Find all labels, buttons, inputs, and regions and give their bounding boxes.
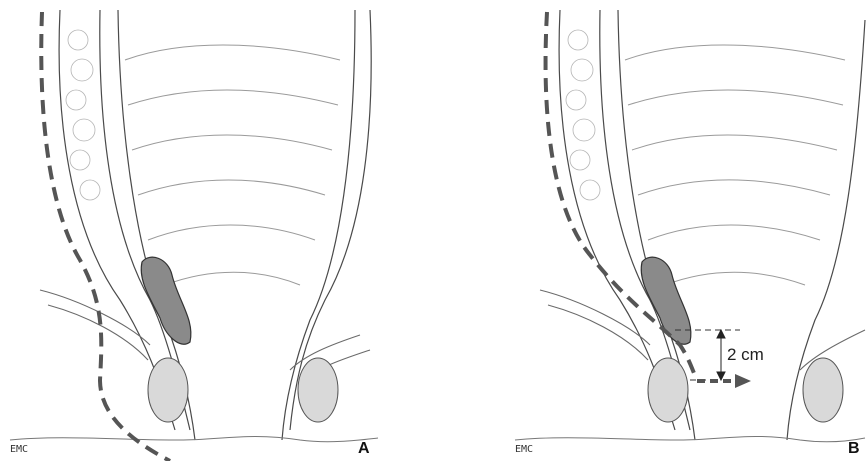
illustration-panel-a: EMC A xyxy=(0,0,380,461)
distal-margin-arrow xyxy=(697,374,751,388)
mucosal-folds-a xyxy=(125,45,340,285)
anatomy-drawing-b xyxy=(505,0,867,461)
mucosal-folds-b xyxy=(625,45,845,285)
publisher-mark-b: EMC xyxy=(515,444,533,455)
measurement-arrow xyxy=(717,330,725,380)
sphincters-a xyxy=(148,358,338,422)
panel-letter-b: B xyxy=(848,440,860,458)
levator-muscles-b xyxy=(540,290,865,370)
illustration-panel-b: 2 cm EMC B xyxy=(505,0,867,461)
mesorectum-a xyxy=(66,30,100,200)
publisher-mark-a: EMC xyxy=(10,444,28,455)
tumor-a xyxy=(141,257,191,344)
skin-line-b xyxy=(515,436,865,441)
measurement-label: 2 cm xyxy=(727,345,764,365)
anatomy-drawing-a xyxy=(0,0,380,461)
skin-line-a xyxy=(10,436,378,441)
mesorectum-b xyxy=(566,30,600,200)
sphincters-b xyxy=(648,358,843,422)
panel-letter-a: A xyxy=(358,440,370,458)
